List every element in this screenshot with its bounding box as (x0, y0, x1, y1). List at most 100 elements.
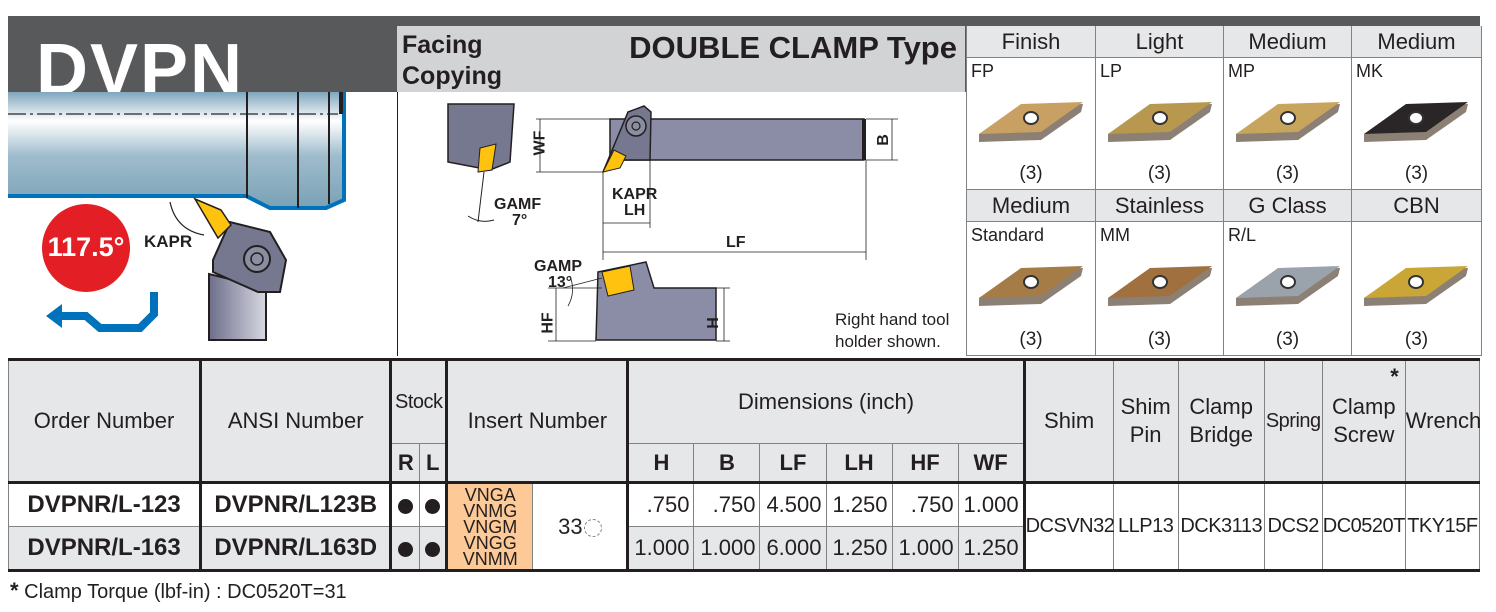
dim-hf: .750 (891, 482, 959, 527)
in-stock-dot-icon (425, 498, 441, 514)
col-stock: Stock (390, 359, 448, 444)
feed-direction-arrow-icon (54, 292, 158, 332)
dim-lh: 1.250 (825, 526, 893, 571)
in-stock-dot-icon (425, 541, 441, 557)
label-h: H (704, 317, 722, 329)
insert-icon (193, 197, 232, 240)
stock-l-cell (419, 482, 448, 527)
workpiece-shape (8, 92, 344, 208)
insert-types: VNGA VNMG VNGM VNGG VNMM (445, 482, 534, 571)
in-stock-dot-icon (398, 541, 414, 557)
insert-category: G Class (1224, 190, 1352, 222)
asterisk-mark: * (1390, 364, 1399, 389)
workpiece-illustration (8, 92, 346, 341)
insert-category: Finish (967, 26, 1096, 58)
insert-grade-grid: Finish Light Medium Medium FP(3) LP(3) M… (966, 26, 1482, 356)
stock-r-cell (390, 482, 421, 527)
hero-illustration: 117.5° KAPR (8, 92, 398, 354)
dim-b: .750 (693, 482, 761, 527)
insert-code: R/L (1228, 225, 1257, 245)
clamp-torque-footnote: * Clamp Torque (lbf-in) : DC0520T=31 (10, 578, 347, 604)
col-dim-lf: LF (759, 443, 827, 483)
insert-code: LP (1100, 61, 1123, 81)
insert-card: R/L (3) (1224, 222, 1352, 356)
col-wrench: Wrench (1404, 359, 1481, 483)
insert-card: Standard(3) (967, 222, 1096, 356)
insert-qty: (3) (1147, 329, 1172, 350)
insert-image-icon (1236, 102, 1340, 142)
table-row: DVPNR/L-163 DVPNR/L163D 1.000 1.000 6.00… (7, 526, 1480, 571)
dim-b: 1.000 (693, 526, 761, 571)
col-ansi-number: ANSI Number (200, 359, 393, 483)
table-row: DVPNR/L-123 DVPNR/L123B VNGA VNMG VNGM V… (7, 482, 1481, 571)
label-gamf-value: 7° (512, 212, 528, 229)
insert-type: VNGG (463, 532, 517, 553)
col-dim-h: H (627, 443, 695, 483)
dim-lf: 4.500 (759, 482, 827, 527)
insert-card: (3) (1352, 222, 1482, 356)
col-shim: Shim (1023, 359, 1114, 483)
angle-badge: 117.5° (47, 232, 125, 262)
in-stock-dot-icon (398, 498, 414, 514)
insert-type: VNMG (463, 500, 518, 521)
insert-category: Light (1096, 26, 1224, 58)
note-line-1: Right hand tool (835, 310, 950, 329)
label-hf: HF (539, 312, 557, 334)
insert-qty: (3) (1275, 163, 1300, 184)
insert-card: LP (3) (1096, 58, 1224, 190)
insert-size-value: 33 (558, 513, 583, 539)
col-order-number: Order Number (7, 359, 203, 483)
label-gamf: GAMF (494, 196, 542, 213)
insert-code: MM (1100, 225, 1130, 245)
col-spring: Spring (1263, 359, 1323, 483)
clamp-bridge-line2: Bridge (1189, 422, 1253, 447)
ansi-number: DVPNR/L163D (200, 526, 393, 571)
clamp-bridge-value: DCK3113 (1177, 482, 1265, 571)
dimension-diagram: WF B GAMF 7° KAPR LH LF GAMP 13° HF H Ri… (397, 92, 965, 356)
application-facing: Facing (402, 31, 483, 59)
clamp-type-title: DOUBLE CLAMP Type (629, 30, 957, 65)
col-stock-r: R (390, 443, 421, 483)
insert-code: FP (971, 61, 995, 81)
col-dim-wf: WF (957, 443, 1026, 483)
insert-card: MM (3) (1096, 222, 1224, 356)
order-number: DVPNR/L-163 (7, 526, 203, 571)
shim-pin-line2: Pin (1129, 422, 1162, 447)
label-lf: LF (726, 234, 746, 251)
clamp-bridge-line1: Clamp (1189, 394, 1253, 419)
col-stock-l: L (419, 443, 448, 483)
label-b: B (874, 134, 892, 146)
col-dimensions: Dimensions (inch) (627, 359, 1026, 444)
application-copying: Copying (402, 62, 502, 90)
insert-category: CBN (1352, 190, 1482, 222)
col-dim-hf: HF (891, 443, 959, 483)
insert-type: VNMM (462, 548, 518, 569)
dim-hf: 1.000 (891, 526, 959, 571)
insert-card: MK(3) (1352, 58, 1482, 190)
insert-qty: (3) (1019, 329, 1043, 350)
insert-type: VNGM (463, 516, 518, 537)
insert-size-circle-icon (583, 518, 602, 537)
insert-type: VNGA (464, 484, 516, 505)
spring-value: DCS2 (1263, 482, 1323, 571)
insert-qty: (3) (1275, 329, 1300, 350)
angle-badge-circle (42, 204, 130, 292)
insert-image-icon (1364, 102, 1468, 142)
col-dim-b: B (693, 443, 761, 483)
insert-qty: (3) (1147, 163, 1172, 184)
tool-dimension-drawing (447, 103, 898, 342)
insert-image-icon (979, 102, 1083, 142)
insert-image-icon (1236, 266, 1340, 306)
wrench-value: TKY15F (1404, 482, 1481, 571)
insert-qty: (3) (1404, 329, 1429, 350)
dim-wf: 1.250 (957, 526, 1026, 571)
insert-qty: (3) (1019, 163, 1043, 184)
dim-lf: 6.000 (759, 526, 827, 571)
shim-pin-line1: Shim (1120, 394, 1171, 419)
insert-category: Medium (1352, 26, 1482, 58)
stock-l-cell (419, 526, 448, 571)
right-hand-note: Right hand tool holder shown. (835, 309, 949, 353)
insert-image-icon (1108, 266, 1212, 306)
